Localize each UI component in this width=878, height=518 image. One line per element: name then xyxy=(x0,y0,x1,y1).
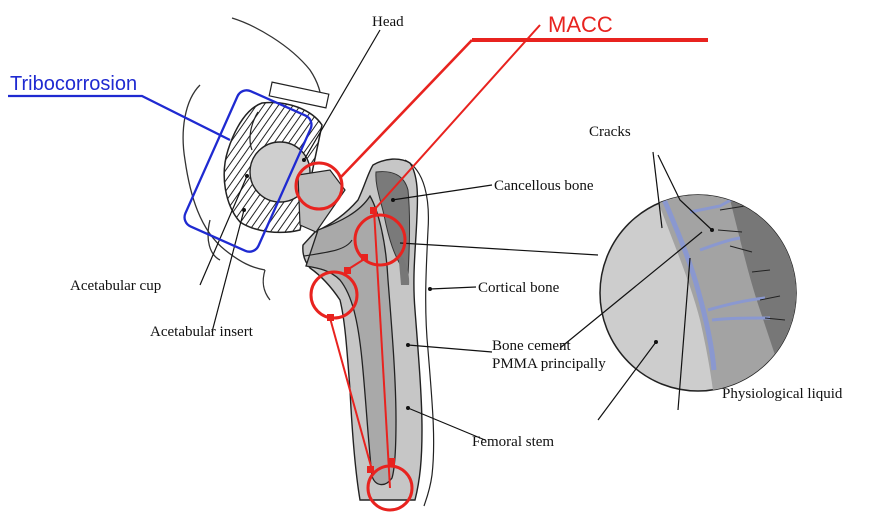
label-acetabular-insert: Acetabular insert xyxy=(150,324,254,340)
label-pmma: PMMA principally xyxy=(492,356,606,372)
label-cracks: Cracks xyxy=(589,124,631,140)
label-cortical-bone: Cortical bone xyxy=(478,280,560,296)
label-femoral-stem: Femoral stem xyxy=(472,434,554,450)
label-bone-cement: Bone cement xyxy=(492,338,572,354)
label-macc: MACC xyxy=(548,12,613,37)
label-acetabular-cup: Acetabular cup xyxy=(70,278,161,294)
label-head: Head xyxy=(372,14,404,30)
label-physiological-liquid: Physiological liquid xyxy=(722,386,843,402)
label-cancellous-bone: Cancellous bone xyxy=(494,178,594,194)
detail-magnifier xyxy=(600,180,820,400)
label-tribocorrosion: Tribocorrosion xyxy=(10,73,137,95)
